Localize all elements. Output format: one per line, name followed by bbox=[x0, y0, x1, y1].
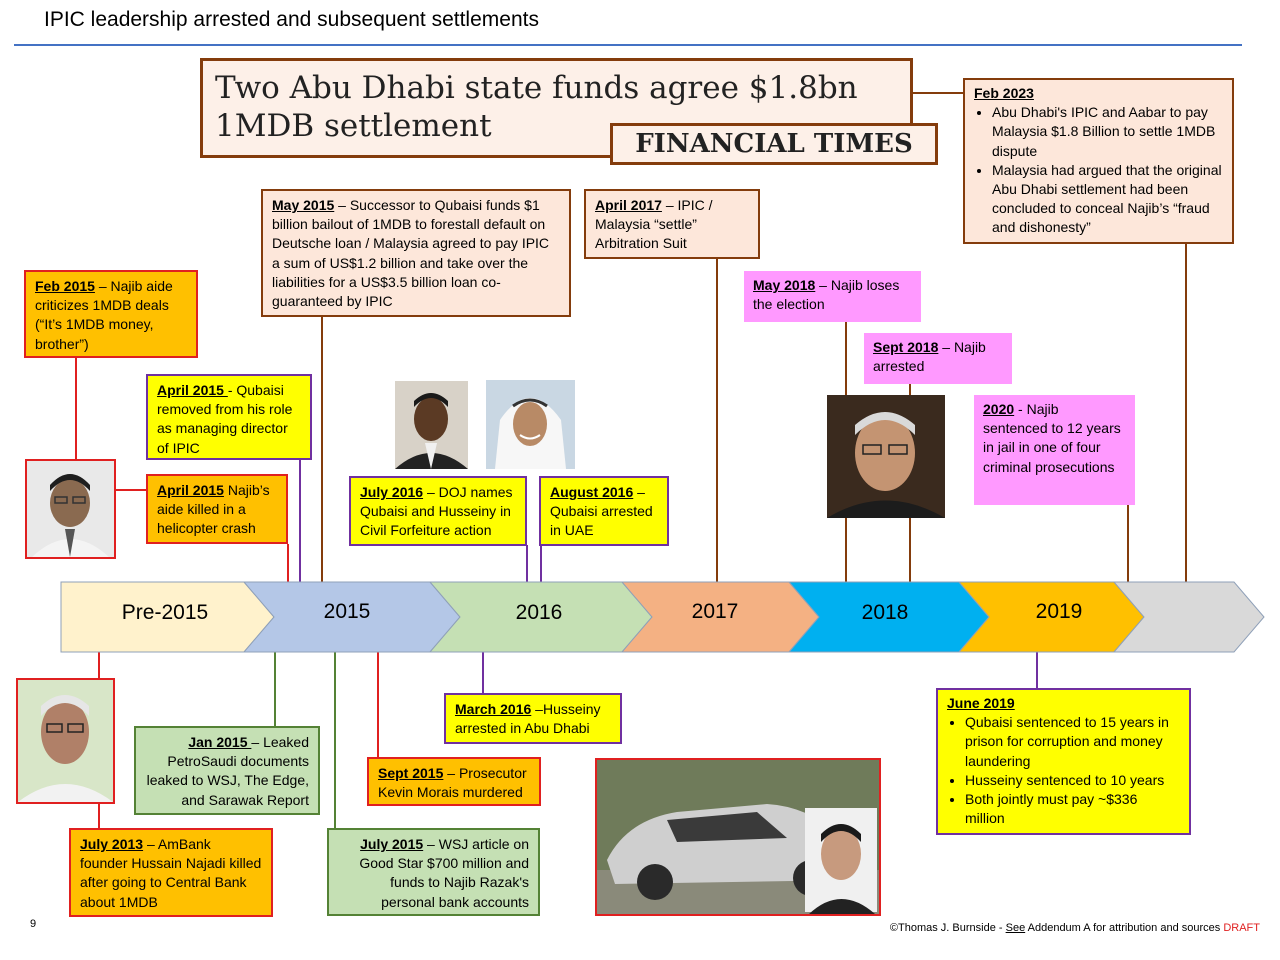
connector-jan2015 bbox=[274, 652, 276, 726]
connector-apr2017 bbox=[716, 258, 718, 582]
event-may2018: May 2018 – Najib loses the election bbox=[744, 271, 921, 322]
event-text: – AmBank founder Hussain Najadi killed a… bbox=[80, 836, 262, 910]
event-apr2015-removed: April 2015 - Qubaisi removed from his ro… bbox=[146, 374, 312, 460]
event-apr2015-crash: April 2015 Najib’s aide killed in a heli… bbox=[146, 474, 288, 544]
event-date: July 2013 bbox=[80, 836, 144, 852]
event-date: April 2015 bbox=[157, 482, 224, 498]
event-feb2023: Feb 2023 Abu Dhabi's IPIC and Aabar to p… bbox=[963, 78, 1234, 244]
event-sep2015: Sept 2015 – Prosecutor Kevin Morais murd… bbox=[367, 757, 541, 806]
event-jan2015: Jan 2015 – Leaked PetroSaudi documents l… bbox=[134, 726, 320, 815]
event-mar2016: March 2016 –Husseiny arrested in Abu Dha… bbox=[444, 693, 622, 744]
event-date: August 2016 bbox=[550, 484, 634, 500]
footer-see-link[interactable]: See bbox=[1005, 922, 1026, 934]
connector-apr2015a bbox=[299, 460, 301, 582]
connector-feb2023 bbox=[1185, 243, 1187, 582]
timeline-label-2019: 2019 bbox=[1035, 600, 1083, 623]
event-bullets: Abu Dhabi's IPIC and Aabar to pay Malays… bbox=[974, 103, 1223, 237]
event-jun2019: June 2019 Qubaisi sentenced to 15 years … bbox=[936, 688, 1191, 835]
event-feb2015: Feb 2015 – Najib aide criticizes 1MDB de… bbox=[24, 270, 198, 358]
event-text: – Najib loses the election bbox=[753, 277, 900, 313]
event-aug2016: August 2016 – Qubaisi arrested in UAE bbox=[539, 476, 669, 546]
event-sep2018: Sept 2018 – Najib arrested bbox=[864, 333, 1012, 384]
connector-may2015 bbox=[321, 316, 323, 582]
connector-headline bbox=[913, 92, 965, 94]
connector-apr2015b-v bbox=[287, 544, 289, 582]
event-text: Najib’s aide killed in a helicopter cras… bbox=[157, 482, 270, 537]
event-text: –Husseiny arrested in Abu Dhabi bbox=[455, 701, 601, 737]
connector-jul2013-low bbox=[98, 803, 100, 829]
event-may2015: May 2015 – Successor to Qubaisi funds $1… bbox=[261, 189, 571, 317]
event-text: – Successor to Qubaisi funds $1 billion … bbox=[272, 197, 550, 310]
connector-apr2015b-h bbox=[115, 489, 148, 491]
event-text: – Qubaisi arrested in UAE bbox=[550, 484, 653, 539]
event-date: May 2015 bbox=[272, 197, 335, 213]
event-date: May 2018 bbox=[753, 277, 816, 293]
event-text: – Najib arrested bbox=[873, 339, 986, 375]
event-text: – Leaked PetroSaudi documents leaked to … bbox=[146, 734, 309, 808]
connector-sep2015 bbox=[377, 652, 379, 758]
event-date: Feb 2015 bbox=[35, 278, 95, 294]
event-apr2017: April 2017 – IPIC / Malaysia “settle” Ar… bbox=[584, 189, 760, 259]
arrow-shape-end bbox=[1112, 581, 1265, 653]
timeline-label-2016: 2016 bbox=[515, 601, 563, 624]
event-date: July 2016 bbox=[360, 484, 424, 500]
event-jul2015: July 2015 – WSJ article on Good Star $70… bbox=[327, 828, 540, 916]
husseiny-photo bbox=[486, 380, 575, 469]
connector-jul2015 bbox=[334, 652, 336, 828]
connector-aug2016 bbox=[540, 545, 542, 582]
footer-attribution: ©Thomas J. Burnside - See Addendum A for… bbox=[890, 922, 1260, 934]
najib-photo bbox=[827, 395, 945, 518]
event-bullet: Abu Dhabi's IPIC and Aabar to pay Malays… bbox=[992, 103, 1223, 161]
event-text: – WSJ article on Good Star $700 million … bbox=[359, 836, 529, 910]
qubaisi-photo-1 bbox=[395, 381, 468, 469]
title-underline bbox=[14, 44, 1242, 46]
event-date: April 2017 bbox=[595, 197, 662, 213]
page-number: 9 bbox=[30, 918, 37, 930]
najib-aide-photo bbox=[25, 459, 116, 559]
event-2020: 2020 - Najib sentenced to 12 years in ja… bbox=[974, 395, 1135, 505]
burned-car-photo bbox=[595, 758, 881, 916]
timeline-label-pre2015: Pre-2015 bbox=[121, 601, 209, 624]
timeline-label-2017: 2017 bbox=[691, 600, 739, 623]
connector-feb2015 bbox=[75, 357, 77, 460]
najadi-photo bbox=[16, 678, 115, 804]
ft-source-logo: FINANCIAL TIMES bbox=[610, 123, 938, 165]
event-date: June 2019 bbox=[947, 695, 1015, 711]
connector-jul2013 bbox=[98, 652, 100, 678]
event-text: – Najib aide criticizes 1MDB deals (“It’… bbox=[35, 278, 173, 352]
event-text: – IPIC / Malaysia “settle” Arbitration S… bbox=[595, 197, 713, 252]
event-date: Feb 2023 bbox=[974, 85, 1034, 101]
event-jul2013: July 2013 – AmBank founder Hussain Najad… bbox=[69, 828, 273, 917]
connector-jun2019 bbox=[1036, 652, 1038, 689]
event-bullet: Malaysia had argued that the original Ab… bbox=[992, 161, 1223, 238]
event-bullet: Both jointly must pay ~$336 million bbox=[965, 790, 1180, 828]
page-title: IPIC leadership arrested and subsequent … bbox=[44, 8, 539, 31]
event-date: July 2015 bbox=[360, 836, 424, 852]
event-date: March 2016 bbox=[455, 701, 532, 717]
event-date: 2020 bbox=[983, 401, 1015, 417]
footer-suffix: Addendum A for attribution and sources bbox=[1025, 922, 1224, 934]
event-text: - Qubaisi removed from his role as manag… bbox=[157, 382, 293, 456]
footer-prefix: ©Thomas J. Burnside - bbox=[889, 922, 1006, 934]
connector-jul2016 bbox=[526, 545, 528, 582]
connector-mar2016 bbox=[482, 652, 484, 694]
event-date: Sept 2018 bbox=[873, 339, 939, 355]
event-date: Jan 2015 bbox=[188, 734, 252, 750]
timeline-label-2018: 2018 bbox=[861, 601, 909, 624]
draft-label: DRAFT bbox=[1223, 922, 1260, 934]
timeline-label-2015: 2015 bbox=[323, 600, 371, 623]
event-jul2016: July 2016 – DOJ names Qubaisi and Hussei… bbox=[349, 476, 527, 546]
event-text: – Prosecutor Kevin Morais murdered bbox=[378, 765, 527, 801]
event-date: April 2015 bbox=[157, 382, 228, 398]
connector-2020 bbox=[1127, 504, 1129, 582]
event-bullet: Husseiny sentenced to 10 years bbox=[965, 771, 1180, 790]
event-bullets: Qubaisi sentenced to 15 years in prison … bbox=[947, 713, 1180, 828]
event-text: - Najib sentenced to 12 years in jail in… bbox=[983, 401, 1121, 475]
event-date: Sept 2015 bbox=[378, 765, 444, 781]
event-text: – DOJ names Qubaisi and Husseiny in Civi… bbox=[360, 484, 513, 539]
event-bullet: Qubaisi sentenced to 15 years in prison … bbox=[965, 713, 1180, 771]
